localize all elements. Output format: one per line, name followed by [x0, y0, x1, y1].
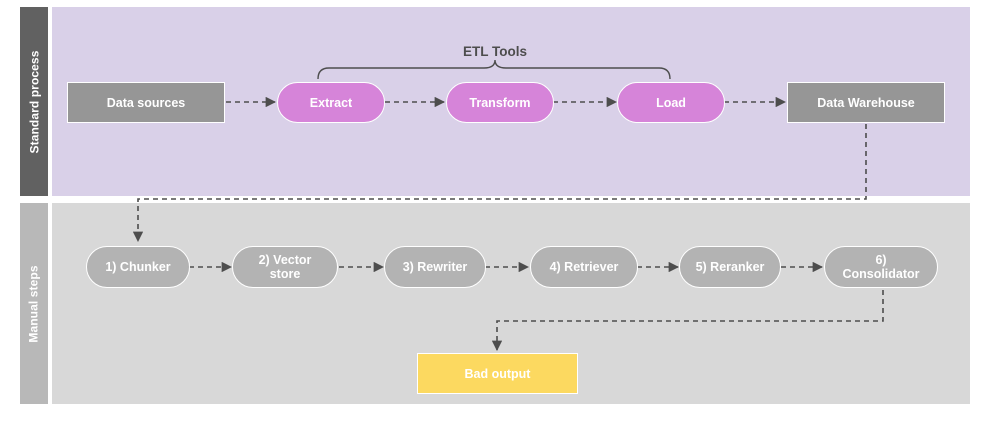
node-rewriter-label: 3) Rewriter: [402, 260, 468, 274]
node-reranker[interactable]: 5) Reranker: [679, 246, 781, 288]
node-extract-label: Extract: [309, 95, 353, 110]
lane-manual-steps-label: Manual steps: [27, 264, 42, 343]
node-consolidator[interactable]: 6) Consolidator: [824, 246, 938, 288]
node-vector-store-label: 2) Vector store: [258, 253, 312, 281]
node-vector-store[interactable]: 2) Vector store: [232, 246, 338, 288]
etl-tools-label: ETL Tools: [463, 44, 527, 59]
node-data-warehouse[interactable]: Data Warehouse: [787, 82, 945, 123]
node-extract[interactable]: Extract: [277, 82, 385, 123]
node-chunker[interactable]: 1) Chunker: [86, 246, 190, 288]
node-retriever[interactable]: 4) Retriever: [530, 246, 638, 288]
node-load-label: Load: [656, 95, 686, 110]
node-chunker-label: 1) Chunker: [105, 260, 171, 274]
lane-manual-steps-header: Manual steps: [20, 203, 48, 404]
node-rewriter[interactable]: 3) Rewriter: [384, 246, 486, 288]
node-bad-output-label: Bad output: [464, 366, 531, 381]
node-data-sources[interactable]: Data sources: [67, 82, 225, 123]
lane-standard-process-label: Standard process: [27, 50, 41, 153]
node-reranker-label: 5) Reranker: [695, 260, 765, 274]
lane-standard-process-header: Standard process: [20, 7, 48, 196]
node-data-sources-label: Data sources: [106, 95, 186, 110]
node-transform-label: Transform: [469, 95, 531, 110]
node-bad-output[interactable]: Bad output: [417, 353, 578, 394]
node-load[interactable]: Load: [617, 82, 725, 123]
node-transform[interactable]: Transform: [446, 82, 554, 123]
node-consolidator-label: 6) Consolidator: [842, 253, 920, 281]
node-data-warehouse-label: Data Warehouse: [817, 95, 915, 110]
node-retriever-label: 4) Retriever: [549, 260, 619, 274]
